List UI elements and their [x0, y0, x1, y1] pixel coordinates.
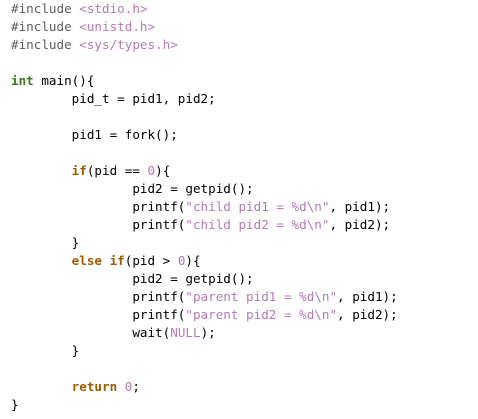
- code-text-token: , pid1);: [329, 199, 391, 214]
- code-text-token: }: [11, 235, 80, 250]
- code-line[interactable]: [11, 360, 398, 378]
- code-line[interactable]: }: [11, 234, 398, 252]
- code-line[interactable]: [11, 144, 398, 162]
- code-line[interactable]: }: [11, 396, 398, 414]
- code-text-token: [11, 379, 72, 394]
- preprocessor-token: #include: [11, 37, 80, 52]
- preprocessor-token: #include: [11, 19, 80, 34]
- code-text-token: printf(: [11, 217, 186, 232]
- code-text-token: [11, 253, 72, 268]
- keyword-token: if: [71, 163, 87, 178]
- code-text-token: printf(: [11, 289, 186, 304]
- code-text-token: }: [11, 343, 80, 358]
- number-literal-token: 0: [177, 253, 186, 268]
- string-literal-token: "child pid2 = %d\n": [185, 217, 330, 232]
- code-line[interactable]: wait(NULL);: [11, 324, 398, 342]
- code-line[interactable]: #include <sys/types.h>: [11, 36, 398, 54]
- number-literal-token: 0: [147, 163, 156, 178]
- code-text-token: wait(: [11, 325, 171, 340]
- number-literal-token: 0: [124, 379, 133, 394]
- code-text-token: , pid2);: [337, 307, 398, 322]
- code-text-token: }: [11, 397, 19, 412]
- string-literal-token: "parent pid2 = %d\n": [185, 307, 338, 322]
- code-line[interactable]: pid2 = getpid();: [11, 180, 398, 198]
- code-line[interactable]: pid_t = pid1, pid2;: [11, 90, 398, 108]
- code-line[interactable]: pid1 = fork();: [11, 126, 398, 144]
- code-line[interactable]: printf("child pid1 = %d\n", pid1);: [11, 198, 398, 216]
- code-text-token: ){: [185, 253, 201, 268]
- code-text-token: main(){: [33, 73, 95, 88]
- code-line[interactable]: return 0;: [11, 378, 398, 396]
- code-line[interactable]: printf("child pid2 = %d\n", pid2);: [11, 216, 398, 234]
- code-text-token: pid2 = getpid();: [11, 181, 254, 196]
- code-text-token: [117, 379, 125, 394]
- code-line[interactable]: [11, 54, 398, 72]
- code-text-token: printf(: [11, 307, 186, 322]
- string-literal-token: "parent pid1 = %d\n": [185, 289, 338, 304]
- code-text-token: (pid >: [124, 253, 178, 268]
- code-line[interactable]: #include <unistd.h>: [11, 18, 398, 36]
- code-line[interactable]: printf("parent pid1 = %d\n", pid1);: [11, 288, 398, 306]
- header-token: <stdio.h>: [79, 1, 148, 16]
- code-text-token: );: [200, 325, 216, 340]
- header-token: <sys/types.h>: [79, 37, 178, 52]
- code-text-token: pid2 = getpid();: [11, 271, 254, 286]
- code-text-token: printf(: [11, 199, 186, 214]
- code-text-token: ){: [155, 163, 171, 178]
- code-line[interactable]: pid2 = getpid();: [11, 270, 398, 288]
- code-text-token: pid_t = pid1, pid2;: [11, 91, 216, 106]
- code-text-token: [11, 163, 72, 178]
- header-token: <unistd.h>: [79, 19, 156, 34]
- keyword-token: return: [71, 379, 118, 394]
- code-text-token: pid1 = fork();: [11, 127, 178, 142]
- code-line[interactable]: printf("parent pid2 = %d\n", pid2);: [11, 306, 398, 324]
- constant-token: NULL: [170, 325, 201, 340]
- string-literal-token: "child pid1 = %d\n": [185, 199, 330, 214]
- code-line[interactable]: }: [11, 342, 398, 360]
- code-text-token: ;: [132, 379, 140, 394]
- type-keyword-token: int: [11, 73, 34, 88]
- code-line[interactable]: if(pid == 0){: [11, 162, 398, 180]
- code-text-token: (pid ==: [86, 163, 148, 178]
- code-line[interactable]: int main(){: [11, 72, 398, 90]
- code-line[interactable]: [11, 108, 398, 126]
- code-line[interactable]: else if(pid > 0){: [11, 252, 398, 270]
- source-code-area[interactable]: #include <stdio.h>#include <unistd.h>#in…: [11, 0, 398, 414]
- keyword-token: else if: [71, 253, 125, 268]
- code-text-token: , pid1);: [337, 289, 398, 304]
- code-line[interactable]: #include <stdio.h>: [11, 0, 398, 18]
- preprocessor-token: #include: [11, 1, 80, 16]
- code-text-token: , pid2);: [329, 217, 391, 232]
